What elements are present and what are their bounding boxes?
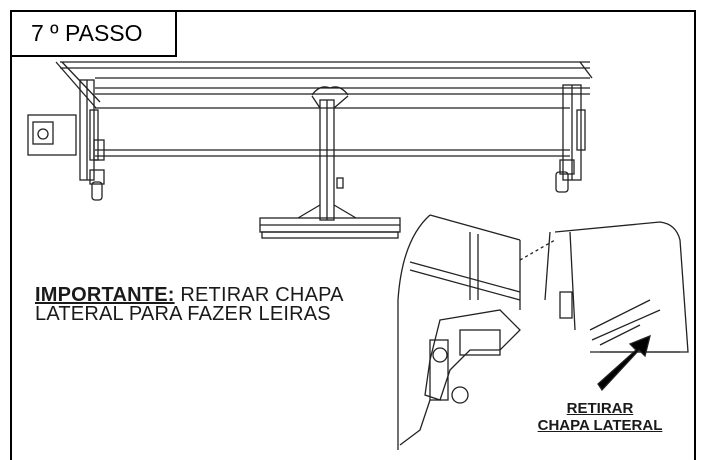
detail-inset-drawing xyxy=(397,214,689,450)
upper-frame-beam xyxy=(55,61,590,157)
pointer-arrow xyxy=(597,334,651,392)
step-label: 7 º PASSO xyxy=(10,10,177,57)
callout-line1: RETIRAR xyxy=(566,400,634,417)
note-line2-text: LATERAL PARA FAZER LEIRAS xyxy=(35,303,331,325)
right-end-assembly xyxy=(555,61,593,193)
remove-plate-callout: RETIRAR CHAPA LATERAL xyxy=(505,400,695,434)
important-emphasis: IMPORTANTE: xyxy=(35,284,175,306)
center-support-column xyxy=(259,86,401,239)
technical-drawing xyxy=(27,61,689,450)
note-line1-text: RETIRAR CHAPA xyxy=(174,284,344,306)
important-note: IMPORTANTE: RETIRAR CHAPA LATERAL PARA F… xyxy=(35,284,395,325)
left-end-assembly xyxy=(27,79,105,201)
callout-line2: CHAPA LATERAL xyxy=(537,417,663,434)
document-frame xyxy=(10,10,696,460)
